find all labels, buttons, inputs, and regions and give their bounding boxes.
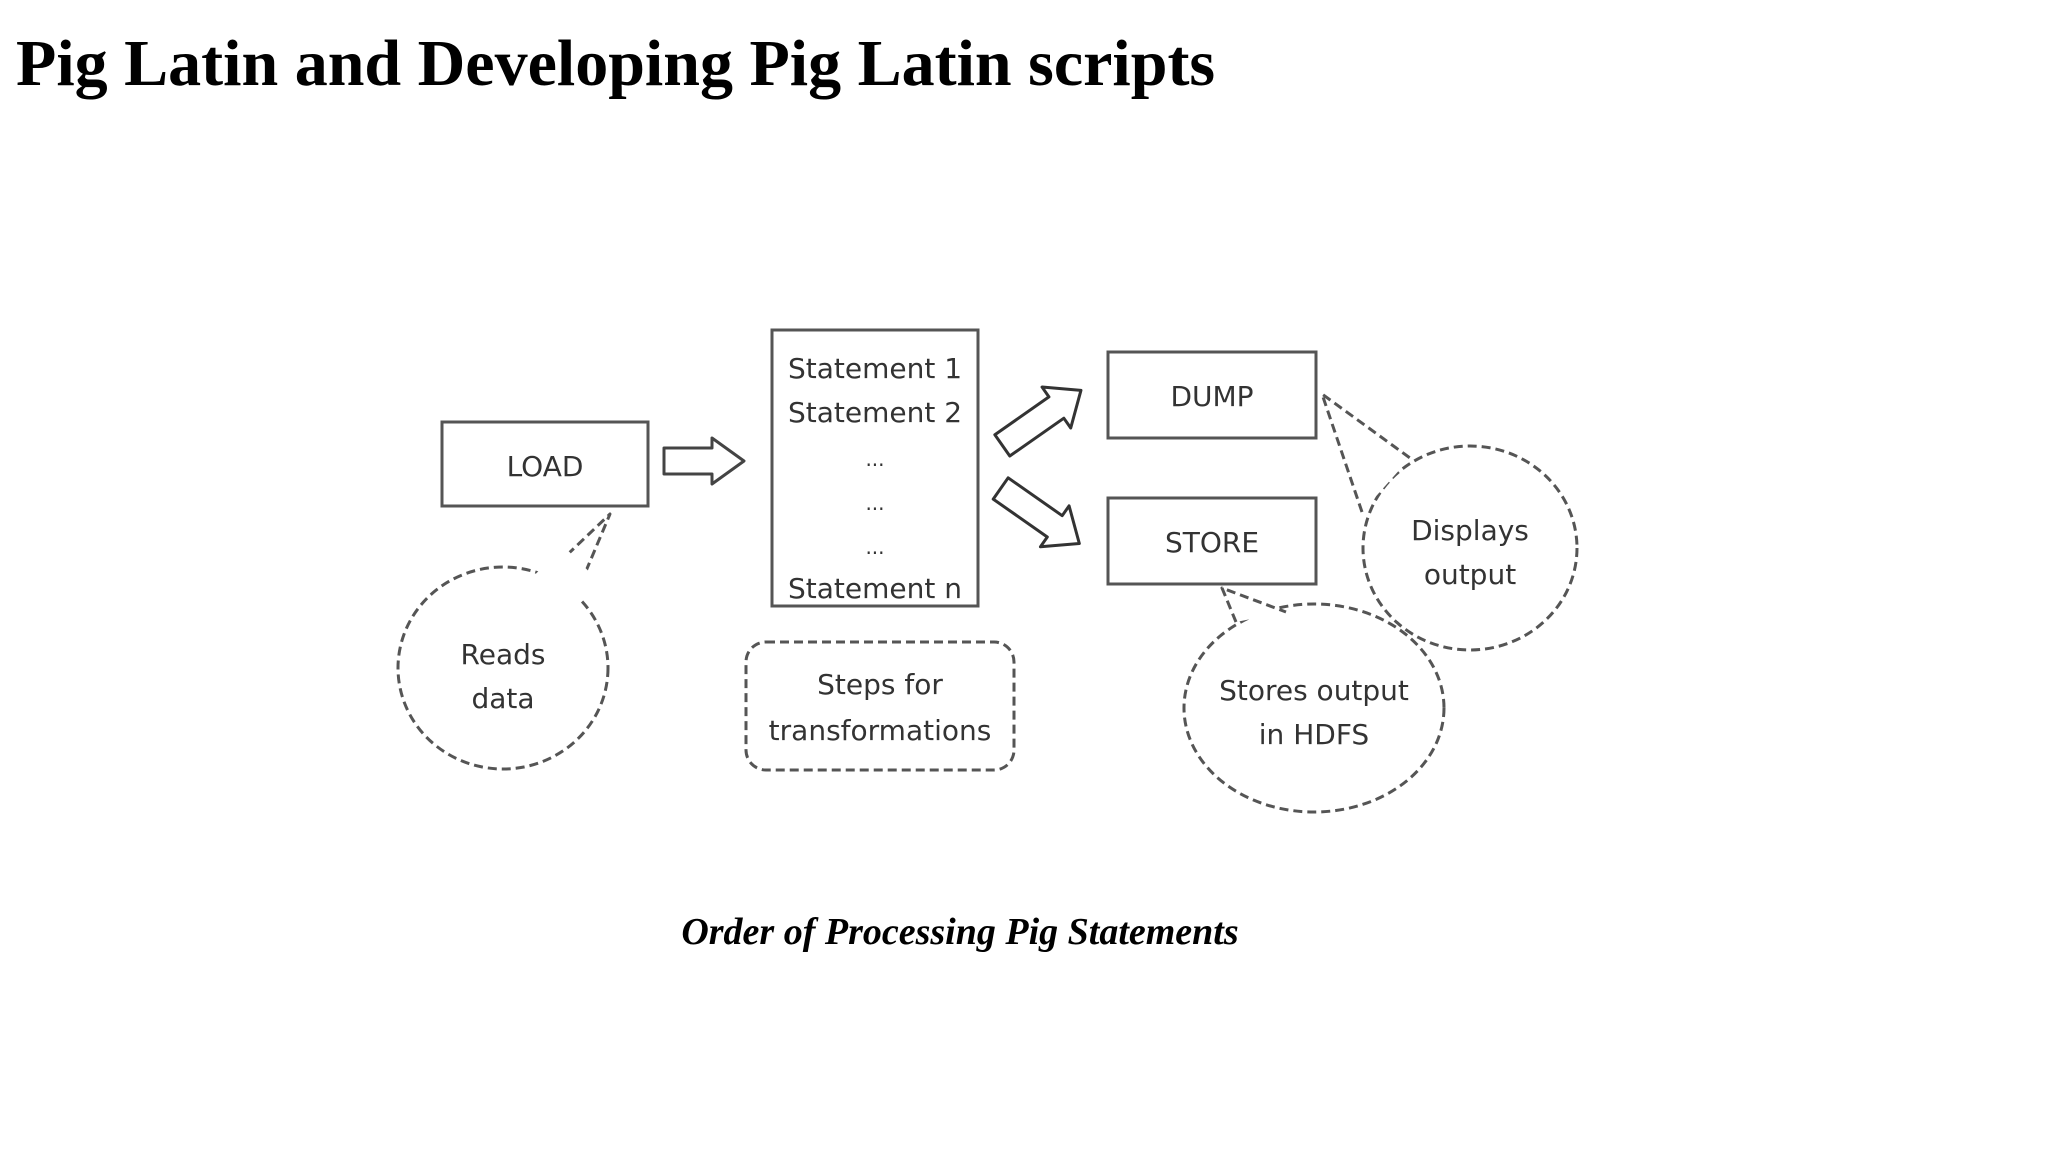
- callout-displays-output: Displays output: [1320, 392, 1579, 652]
- statement-n-label: Statement n: [788, 572, 962, 605]
- callout-transformations-line-2: transformations: [769, 714, 992, 747]
- arrow-statements-to-dump: [993, 385, 1083, 458]
- callout-stores-output-line-2: in HDFS: [1259, 718, 1369, 751]
- statements-node: Statement 1 Statement 2 ... ... ... Stat…: [770, 328, 980, 608]
- load-node: LOAD: [440, 420, 650, 508]
- dump-label: DUMP: [1170, 380, 1253, 413]
- callout-stores-output-line-1: Stores output: [1219, 674, 1409, 707]
- page-title: Pig Latin and Developing Pig Latin scrip…: [16, 27, 1216, 100]
- statement-ellipsis-2: ...: [865, 491, 884, 515]
- statement-2-label: Statement 2: [788, 396, 962, 429]
- dump-node: DUMP: [1106, 350, 1318, 440]
- callout-reads-data-line-1: Reads: [461, 638, 546, 671]
- callout-reads-data: Reads data: [396, 512, 612, 771]
- arrow-statements-to-store: [991, 476, 1081, 549]
- store-label: STORE: [1165, 526, 1259, 559]
- callout-displays-output-line-2: output: [1424, 558, 1516, 591]
- figure-caption: Order of Processing Pig Statements: [681, 911, 1239, 953]
- statement-1-label: Statement 1: [788, 352, 962, 385]
- load-label: LOAD: [507, 450, 584, 483]
- callout-displays-output-line-1: Displays: [1411, 514, 1529, 547]
- callout-reads-data-line-2: data: [471, 682, 534, 715]
- callout-stores-output: Stores output in HDFS: [1182, 586, 1446, 814]
- callout-transformations-line-1: Steps for: [817, 668, 943, 701]
- store-node: STORE: [1106, 496, 1318, 586]
- callout-transformations: Steps for transformations: [744, 640, 1016, 772]
- statement-ellipsis-1: ...: [865, 447, 884, 471]
- statement-ellipsis-3: ...: [865, 535, 884, 559]
- arrow-load-to-statements: [662, 436, 746, 486]
